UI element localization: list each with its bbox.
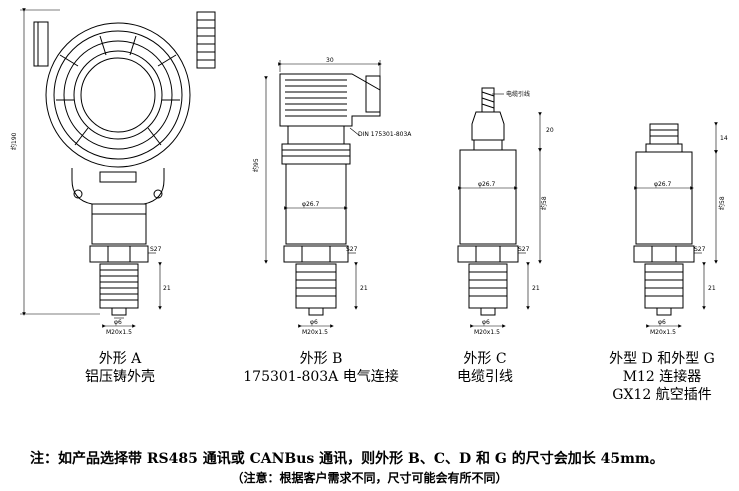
dim-dg-height: 约58 (718, 196, 726, 210)
dg-connector (649, 123, 679, 145)
b-body (285, 163, 347, 245)
dim-c-thread-len: 21 (532, 285, 540, 292)
dim-a-height: 约190 (10, 132, 18, 150)
variant-c-drawing (457, 87, 519, 316)
dim-b-connector: DIN 175301-803A (358, 131, 412, 138)
caption-dg-extra: GX12 航空插件 (612, 387, 712, 403)
variant-a-drawing (33, 11, 216, 316)
dim-dg-dia: φ26.7 (654, 181, 672, 188)
dim-b-hex: S27 (346, 246, 358, 253)
b-din-connector (279, 73, 381, 127)
c-body (459, 149, 517, 245)
dim-a-thread-len: 21 (163, 285, 171, 292)
a-housing-head (45, 22, 191, 168)
dim-dg-thread-len: 21 (708, 285, 716, 292)
caption-a: 外形 A 铝压铸外壳 (60, 350, 180, 386)
dim-c-dia: φ26.7 (478, 181, 496, 188)
variant-b-drawing (279, 73, 381, 316)
dim-c-w1: φ6 (482, 319, 490, 326)
caption-dg-title: 外型 D 和外型 G (609, 351, 715, 367)
a-conduit-right (196, 11, 216, 69)
a-neck (71, 168, 165, 205)
dim-c-thread: M20x1.5 (474, 329, 500, 336)
caption-c-title: 外形 C (463, 351, 507, 367)
dim-a-thread: M20x1.5 (106, 329, 132, 336)
a-thread (99, 263, 139, 309)
b-collar (281, 143, 351, 165)
dim-b-w1: φ6 (310, 319, 318, 326)
c-cable-gland (471, 111, 505, 141)
caption-b-title: 外形 B (299, 351, 343, 367)
dimension-labels: 约190 S27 21 φ6 M20x1.5 30 约95 φ26.7 DIN … (10, 57, 728, 336)
caption-dg: 外型 D 和外型 G M12 连接器 GX12 航空插件 (592, 350, 732, 404)
dim-b-width: 30 (326, 57, 334, 64)
caption-c-subtitle: 电缆引线 (457, 369, 513, 385)
dim-a-w1: φ6 (114, 319, 122, 326)
caption-b: 外形 B 175301-803A 电气连接 (236, 350, 406, 386)
footnote: 注：如产品选择带 RS485 通讯或 CANBus 通讯，则外形 B、C、D 和… (30, 451, 664, 467)
dim-dg-thread: M20x1.5 (650, 329, 676, 336)
dg-body (635, 151, 693, 245)
a-conduit-left (33, 21, 49, 67)
caption-a-subtitle: 铝压铸外壳 (85, 369, 155, 385)
dim-dg-hex: S27 (694, 246, 706, 253)
caption-c: 外形 C 电缆引线 (430, 350, 540, 386)
dim-c-height: 约58 (540, 196, 548, 210)
dim-c-top: 20 (546, 127, 554, 134)
dim-dg-w1: φ6 (658, 319, 666, 326)
a-hex-nut (89, 245, 149, 263)
dim-c-cable: 电缆引线 (506, 90, 530, 98)
dim-a-hex: S27 (150, 246, 162, 253)
footnote-disclaimer: （注意：根据客户需求不同，尺寸可能会有所不同） (231, 471, 508, 485)
dim-b-dia: φ26.7 (302, 201, 320, 208)
dim-b-thread-len: 21 (360, 285, 368, 292)
variant-dg-drawing (633, 123, 695, 316)
dim-c-hex: S27 (518, 246, 530, 253)
dimension-lines (20, 8, 718, 328)
dim-b-thread: M20x1.5 (302, 329, 328, 336)
dim-b-height: 约95 (252, 158, 260, 172)
dim-dg-top: 14 (720, 135, 728, 142)
caption-a-title: 外形 A (98, 351, 142, 367)
caption-b-subtitle: 175301-803A 电气连接 (243, 369, 399, 385)
caption-dg-subtitle: M12 连接器 (622, 369, 702, 385)
